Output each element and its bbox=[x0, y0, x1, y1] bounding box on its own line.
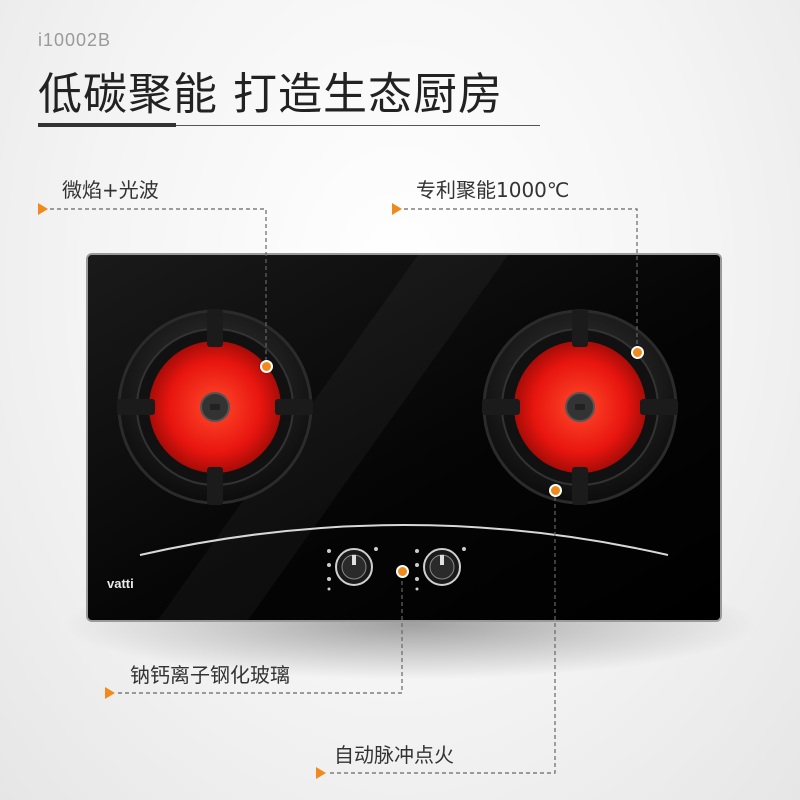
callout-top-left-arrow-icon bbox=[38, 203, 48, 215]
callout-ignition-arrow-icon bbox=[316, 767, 326, 779]
cooktop-glass bbox=[86, 253, 722, 622]
callout-ignition-marker bbox=[549, 484, 562, 497]
model-number: i10002B bbox=[38, 30, 112, 50]
burner-left-icon bbox=[117, 309, 313, 505]
burner-right-icon bbox=[482, 309, 678, 505]
brand-logo: vatti bbox=[107, 576, 134, 591]
callout-top-right-marker bbox=[631, 346, 644, 359]
callout-top-right: 专利聚能1000℃ bbox=[416, 178, 570, 202]
cooktop-graphic bbox=[88, 255, 720, 620]
callout-top-right-arrow-icon bbox=[392, 203, 402, 215]
knob-left-icon[interactable] bbox=[327, 547, 378, 591]
callout-glass-arrow-icon bbox=[105, 687, 115, 699]
headline-underline bbox=[38, 125, 540, 126]
cooktop-arc bbox=[139, 524, 669, 556]
callout-glass-marker bbox=[396, 565, 409, 578]
callout-ignition: 自动脉冲点火 bbox=[334, 743, 454, 767]
callout-glass: 钠钙离子钢化玻璃 bbox=[130, 663, 290, 687]
callout-top-left: 微焰+光波 bbox=[62, 178, 159, 202]
headline: 低碳聚能 打造生态厨房 bbox=[38, 69, 503, 120]
knob-right-icon[interactable] bbox=[415, 547, 466, 591]
callout-top-left-marker bbox=[260, 360, 273, 373]
headline-underline-accent bbox=[38, 123, 176, 127]
